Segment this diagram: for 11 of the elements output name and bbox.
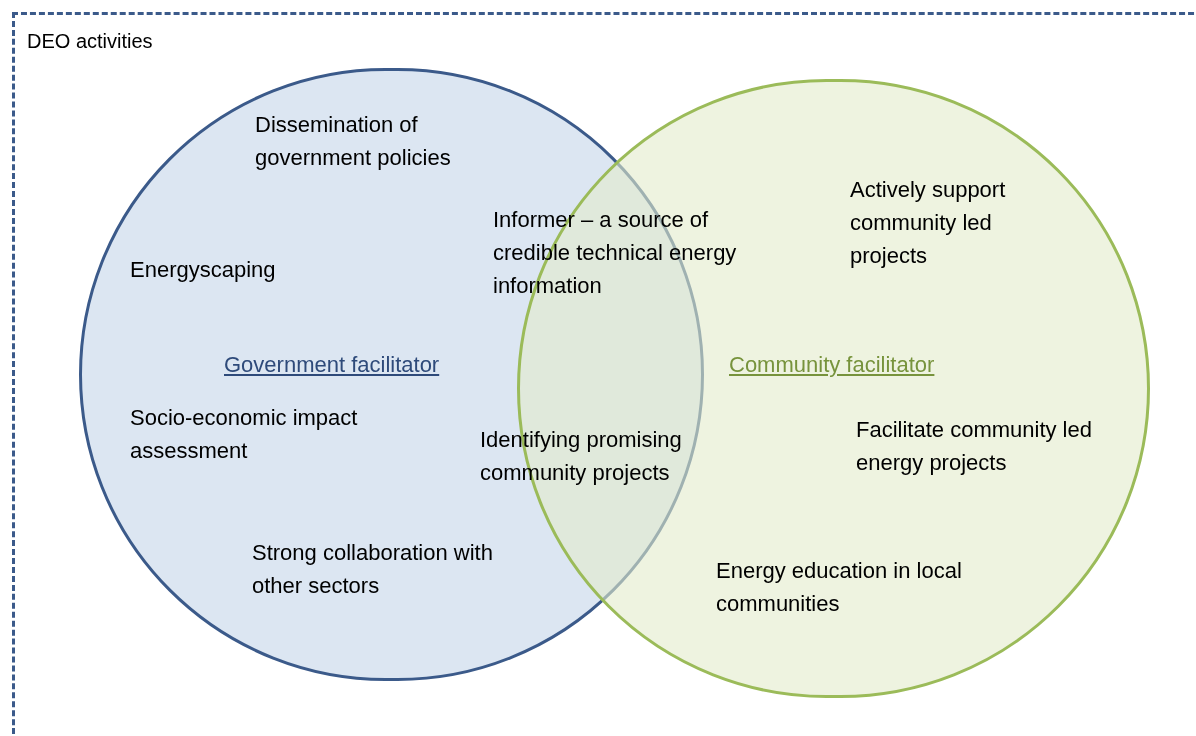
circle-title: Community facilitator xyxy=(729,351,935,379)
dashed-group-frame xyxy=(12,12,1196,736)
circle-title: Government facilitator xyxy=(224,351,440,379)
activity-text: Dissemination of government policies xyxy=(255,111,452,172)
activity-text: Facilitate community led energy projects xyxy=(856,416,1093,477)
activity-text: Strong collaboration with other sectors xyxy=(252,539,494,600)
activity-text: Energyscaping xyxy=(130,256,277,284)
activity-text: Energy education in local communities xyxy=(716,557,963,618)
group-title: DEO activities xyxy=(27,29,153,54)
activity-text: Socio-economic impact assessment xyxy=(130,404,359,465)
activity-text: Actively support community led projects xyxy=(850,176,1007,270)
